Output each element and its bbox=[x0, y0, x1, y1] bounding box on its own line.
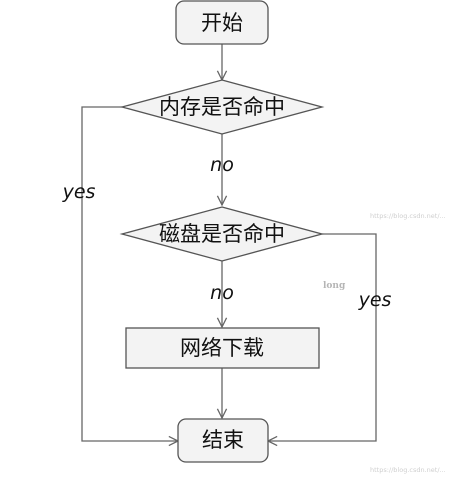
start-node bbox=[175, 0, 269, 45]
edge-memory-yes-to-end bbox=[81, 106, 178, 441]
memory-hit-label: 内存是否命中 bbox=[159, 95, 285, 119]
memory-hit-decision bbox=[119, 79, 325, 135]
memory-no-label: no bbox=[210, 154, 234, 176]
disk-no-label: no bbox=[210, 282, 234, 304]
watermark-url-2: https://blog.csdn.net/... bbox=[370, 466, 446, 474]
download-node-label: 网络下载 bbox=[180, 336, 264, 360]
end-node bbox=[177, 418, 269, 463]
disk-yes-label: yes bbox=[358, 289, 392, 311]
disk-hit-decision bbox=[119, 206, 325, 262]
end-node-label: 结束 bbox=[202, 428, 244, 452]
watermark-mid: long bbox=[323, 281, 346, 291]
disk-hit-label: 磁盘是否命中 bbox=[159, 222, 285, 246]
watermark-url-1: https://blog.csdn.net/... bbox=[370, 212, 446, 220]
download-node bbox=[125, 327, 320, 369]
edge-disk-yes-to-end bbox=[268, 233, 377, 441]
memory-yes-label: yes bbox=[62, 181, 96, 203]
start-node-label: 开始 bbox=[201, 11, 243, 35]
